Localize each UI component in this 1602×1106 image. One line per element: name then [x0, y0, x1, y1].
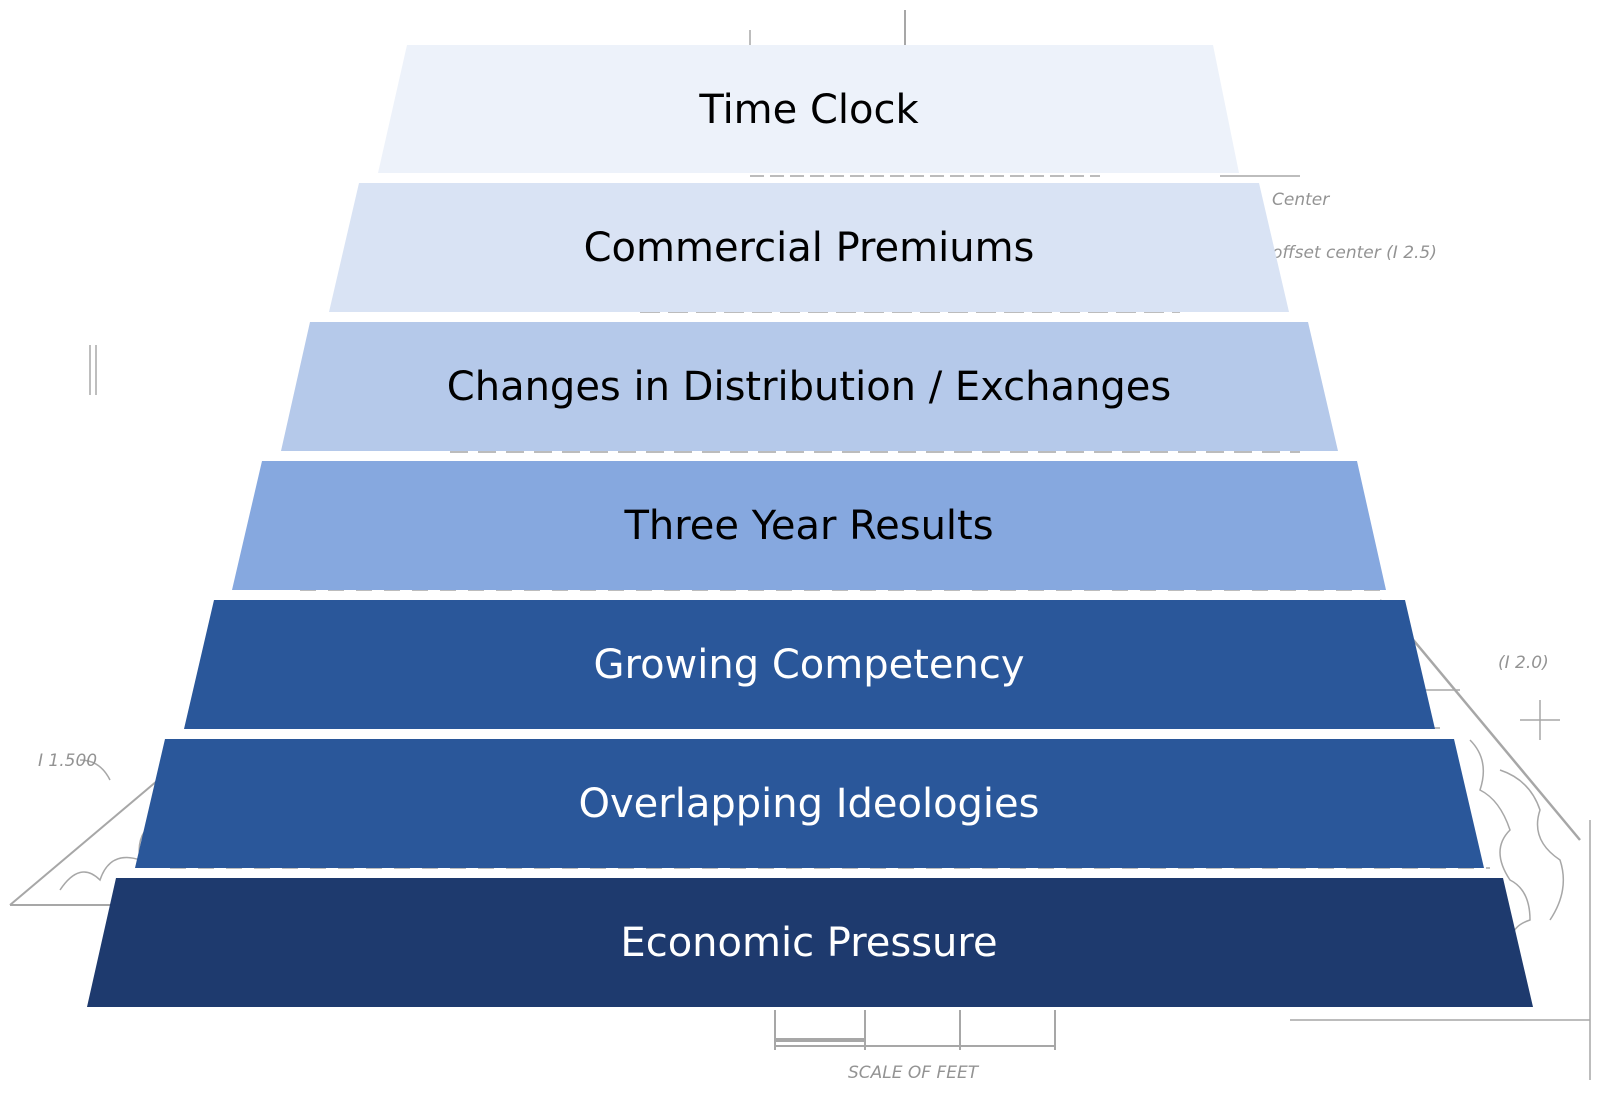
pyramid-tier-three-year-results: Three Year Results — [232, 461, 1386, 590]
tier-shape — [232, 461, 1386, 590]
bg-annotation-scale: SCALE OF FEET — [848, 1063, 980, 1083]
pyramid-tier-time-clock: Time Clock — [378, 45, 1239, 173]
tier-label: Three Year Results — [623, 503, 993, 549]
bg-annotation-left-slope: I 1.500 — [38, 751, 97, 771]
tier-shape — [281, 322, 1338, 451]
tier-label: Changes in Distribution / Exchanges — [447, 364, 1171, 410]
tier-shape — [329, 183, 1289, 312]
tier-label: Economic Pressure — [620, 920, 997, 966]
pyramid-tier-growing-competency: Growing Competency — [184, 600, 1435, 729]
bg-annotation-right-slope: (I 2.0) — [1498, 653, 1549, 673]
pyramid-tier-economic-pressure: Economic Pressure — [87, 878, 1533, 1007]
tier-shape — [184, 600, 1435, 729]
tier-label: Commercial Premiums — [584, 225, 1035, 271]
tier-label: Growing Competency — [594, 642, 1025, 688]
tier-shape — [87, 878, 1533, 1007]
tier-shape — [135, 739, 1484, 868]
bg-annotation-center: Center — [1272, 190, 1330, 210]
tier-shape — [378, 45, 1239, 173]
tier-label: Time Clock — [698, 87, 919, 133]
pyramid-tier-overlapping-ideologies: Overlapping Ideologies — [135, 739, 1484, 868]
pyramid-tier-commercial-premiums: Commercial Premiums — [329, 183, 1289, 312]
pyramid-tier-changes-in-distribution: Changes in Distribution / Exchanges — [281, 322, 1338, 451]
tier-label: Overlapping Ideologies — [579, 781, 1040, 827]
bg-annotation-offset-center: offset center (I 2.5) — [1272, 243, 1437, 263]
